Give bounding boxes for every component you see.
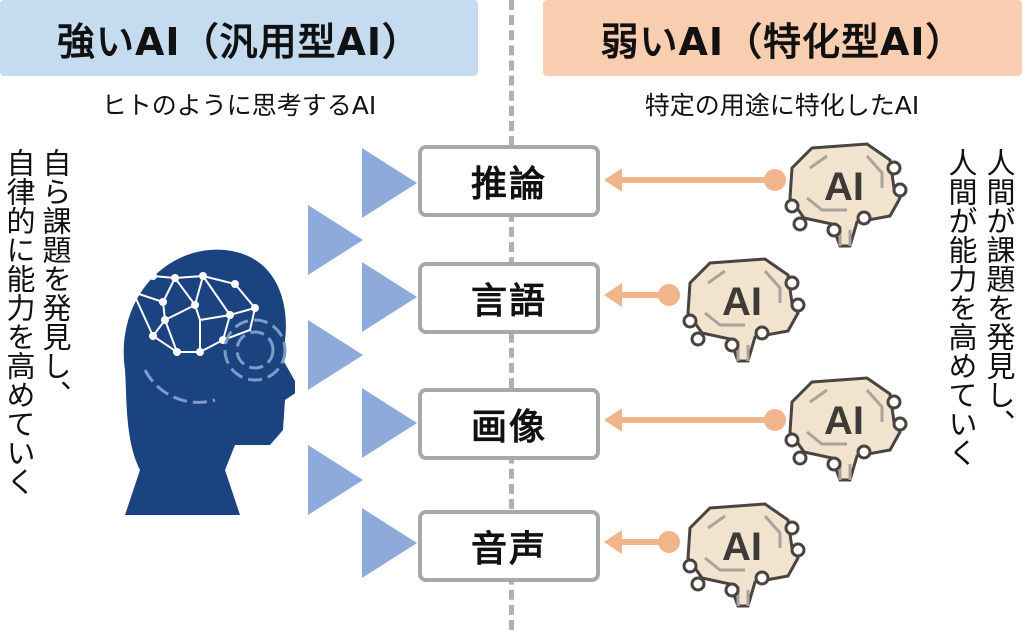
ai-brain-icon bbox=[784, 142, 908, 248]
strong-ai-description-1: 自ら課題を発見し、 bbox=[38, 148, 72, 409]
ai-brain-icon bbox=[682, 257, 806, 363]
connector-line bbox=[618, 539, 666, 545]
connector-dot bbox=[764, 169, 786, 191]
arrowhead-icon bbox=[604, 530, 622, 554]
connector-line bbox=[618, 177, 773, 183]
ai-brain-icon bbox=[784, 376, 908, 482]
arrow-triangle-icon bbox=[362, 388, 417, 458]
human-head-icon bbox=[123, 249, 295, 515]
arrowhead-icon bbox=[604, 168, 622, 192]
arrowhead-icon bbox=[604, 408, 622, 432]
strong-ai-subtitle: ヒトのように思考するAI bbox=[101, 91, 377, 120]
connector-dot bbox=[658, 531, 680, 553]
arrow-triangle-icon bbox=[362, 508, 417, 578]
capability-image: 画像 bbox=[418, 388, 600, 460]
weak-ai-subtitle: 特定の用途に特化したAI bbox=[644, 91, 920, 120]
capability-voice: 音声 bbox=[418, 510, 600, 582]
arrow-triangle-icon bbox=[362, 262, 417, 332]
connector-line bbox=[618, 417, 773, 423]
connector-line bbox=[618, 292, 666, 298]
weak-ai-description-2: 人間が能力を高めていく bbox=[944, 148, 978, 467]
arrowhead-icon bbox=[604, 283, 622, 307]
arrow-triangle-icon bbox=[308, 445, 363, 515]
arrow-triangle-icon bbox=[362, 148, 417, 218]
weak-ai-description-1: 人間が課題を発見し、 bbox=[982, 148, 1016, 438]
strong-ai-header: 強いAI（汎用型AI） bbox=[0, 0, 478, 76]
weak-ai-header: 弱いAI（特化型AI） bbox=[543, 0, 1022, 76]
arrow-triangle-icon bbox=[308, 320, 363, 390]
capability-language: 言語 bbox=[418, 262, 600, 334]
ai-brain-icon bbox=[682, 502, 806, 608]
strong-ai-description-2: 自律的に能力を高めていく bbox=[2, 148, 36, 496]
connector-dot bbox=[764, 409, 786, 431]
connector-dot bbox=[658, 284, 680, 306]
capability-reasoning: 推論 bbox=[418, 145, 600, 217]
arrow-triangle-icon bbox=[308, 205, 363, 275]
